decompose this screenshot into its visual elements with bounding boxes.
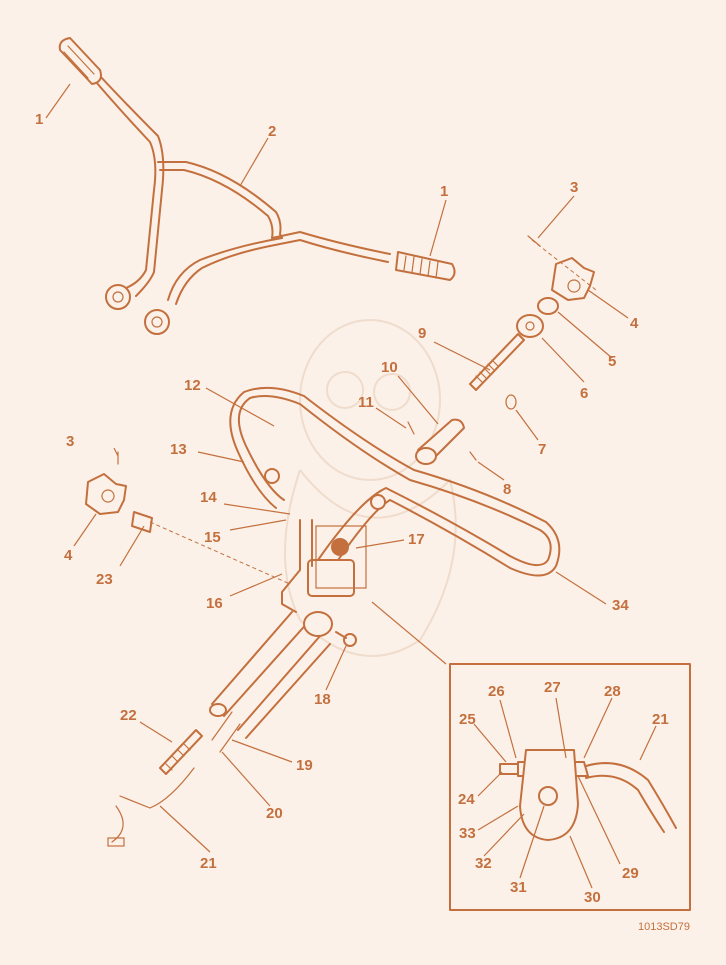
- lower-tubes: [107, 611, 333, 847]
- grip-right: [395, 251, 456, 281]
- reference-code: 1013SD79: [638, 921, 690, 933]
- callout-31: 31: [510, 879, 527, 896]
- callout-15: 15: [204, 529, 221, 546]
- callout-25: 25: [459, 711, 476, 728]
- callout-labels: 1 2 1 3 4 5 6 9 7 10 11 8 12 13 3 14 15 …: [35, 111, 690, 933]
- inset-detail: [371, 601, 691, 911]
- knob-assembly-left: [85, 451, 291, 585]
- callout-20: 20: [266, 805, 283, 822]
- leader-lines: [45, 83, 657, 889]
- watermark-mascot: [284, 319, 457, 657]
- callout-6: 6: [580, 385, 588, 402]
- callout-30: 30: [584, 889, 601, 906]
- callout-24: 24: [458, 791, 475, 808]
- callout-4-right: 4: [630, 315, 639, 332]
- callout-22: 22: [120, 707, 137, 724]
- shaft-spring-sleeve: [407, 333, 525, 465]
- callout-4-left: 4: [64, 547, 73, 564]
- callout-14: 14: [200, 489, 217, 506]
- callout-11: 11: [358, 394, 374, 411]
- callout-19: 19: [296, 757, 313, 774]
- handle-frame-upper: [95, 75, 391, 335]
- callout-2: 2: [268, 123, 276, 140]
- callout-12: 12: [184, 377, 201, 394]
- callout-1-left: 1: [35, 111, 43, 128]
- callout-34: 34: [612, 597, 629, 614]
- callout-29: 29: [622, 865, 639, 882]
- callout-18: 18: [314, 691, 331, 708]
- callout-23: 23: [96, 571, 113, 588]
- callout-13: 13: [170, 441, 187, 458]
- callout-3-right: 3: [570, 179, 578, 196]
- control-box: [281, 519, 367, 613]
- callout-17: 17: [408, 531, 425, 548]
- callout-32: 32: [475, 855, 492, 872]
- callout-1-right: 1: [440, 183, 448, 200]
- callout-3-left: 3: [66, 433, 74, 450]
- callout-10: 10: [381, 359, 398, 376]
- callout-27: 27: [544, 679, 561, 696]
- callout-5: 5: [608, 353, 616, 370]
- callout-21-left: 21: [200, 855, 217, 872]
- callout-28: 28: [604, 683, 621, 700]
- grip-left: [58, 37, 102, 85]
- callout-16: 16: [206, 595, 223, 612]
- callout-26: 26: [488, 683, 505, 700]
- callout-9: 9: [418, 325, 426, 342]
- callout-8: 8: [503, 481, 511, 498]
- knob-assembly-right: [516, 235, 597, 338]
- callout-33: 33: [459, 825, 476, 842]
- callout-21-inset: 21: [652, 711, 669, 728]
- bolt-part-18: [335, 631, 357, 647]
- callout-7: 7: [538, 441, 546, 458]
